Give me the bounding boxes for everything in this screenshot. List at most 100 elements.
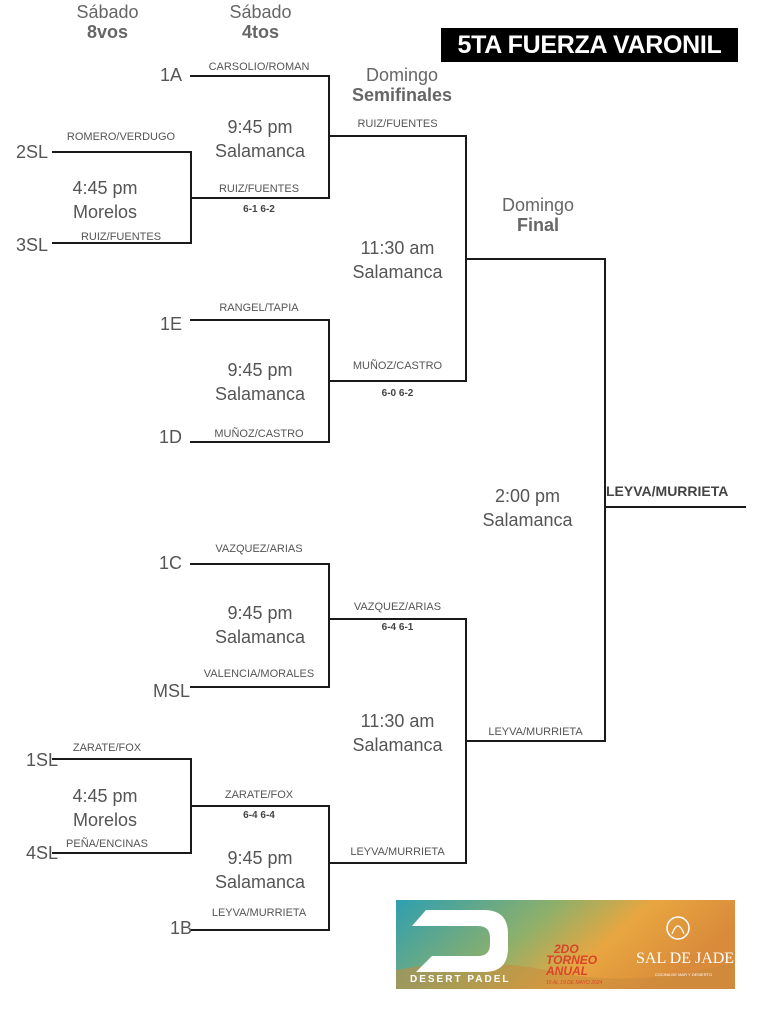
match-qf2-time: 9:45 pm [227,360,293,380]
match-sf2-time: 11:30 am [360,711,435,731]
seed-msl: MSL [152,681,190,701]
team-munoz-castro-r4: MUÑOZ/CASTRO [214,428,304,440]
banner-brand: DESERT PADEL [410,974,511,985]
match-sf1-time: 11:30 am [360,238,435,258]
match-sf2-venue: Salamanca [352,735,443,755]
match-r8-top-time: 4:45 pm [72,178,138,198]
header-cuartos: Sábado 4tos [213,2,308,42]
match-qf3-time: 9:45 pm [227,603,293,623]
line-qf4-winner [328,862,467,864]
team-ruiz-fuentes-r4: RUIZ/FUENTES [218,183,300,195]
sal-de-jade-emblem-icon [666,916,690,940]
line-final-v [604,258,606,742]
header-cuartos-round: 4tos [241,22,279,42]
header-final-day: Domingo [501,195,575,215]
match-sf1-venue: Salamanca [352,262,443,282]
team-zarate-fox-r8: ZARATE/FOX [72,742,142,754]
match-qf2: 9:45 pm Salamanca [195,358,325,406]
team-munoz-castro-sf: MUÑOZ/CASTRO [352,360,443,372]
bracket-title: 5TA FUERZA VARONIL [441,28,738,62]
header-cuartos-day: Sábado [229,2,292,22]
line-qf4-v [328,805,330,931]
match-final-time: 2:00 pm [494,486,561,506]
match-qf4-venue: Salamanca [214,872,306,892]
team-leyva-murrieta-sf: LEYVA/MURRIETA [350,846,445,858]
banner-background [396,900,735,989]
line-qf3-winner [328,618,467,620]
team-zarate-fox-r4: ZARATE/FOX [224,789,294,801]
team-ruiz-fuentes-r8: RUIZ/FUENTES [80,231,162,243]
match-qf1-time: 9:45 pm [227,117,293,137]
header-semis-round: Semifinales [351,85,453,105]
team-leyva-murrieta-final: LEYVA/MURRIETA [488,726,583,738]
team-rangel-tapia: RANGEL/TAPIA [219,302,299,314]
seed-1c: 1C [158,553,182,573]
match-qf3-venue: Salamanca [214,627,306,647]
line-3sl [52,242,192,244]
match-r8-bottom-time: 4:45 pm [72,786,138,806]
seed-4sl: 4SL [25,843,58,863]
match-final-venue: Salamanca [482,510,573,530]
match-qf4: 9:45 pm Salamanca [195,846,325,894]
line-1e [190,319,330,321]
match-r8-bottom-venue: Morelos [72,810,138,830]
line-1a [190,75,330,77]
banner-venue-logo: SAL DE JADE [636,950,735,967]
line-1c [190,563,330,565]
line-1sl [52,758,192,760]
seed-1d: 1D [158,427,182,447]
team-romero-verdugo: ROMERO/VERDUGO [66,131,176,143]
team-vazquez-arias-sf: VAZQUEZ/ARIAS [353,601,442,613]
line-sf2-winner [465,740,606,742]
line-r8-top-winner [190,197,330,199]
team-ruiz-fuentes-sf: RUIZ/FUENTES [357,118,438,130]
match-qf1-venue: Salamanca [214,141,306,161]
header-final-round: Final [516,215,559,235]
seed-1sl: 1SL [25,750,58,770]
match-qf2-venue: Salamanca [214,384,306,404]
line-qf3-v [328,563,330,688]
match-r8-bottom: 4:45 pm Morelos [50,784,160,832]
match-final: 2:00 pm Salamanca [470,484,585,532]
line-qf2-winner [328,380,467,382]
line-r8-bottom-winner [190,805,330,807]
match-qf3: 9:45 pm Salamanca [195,601,325,649]
score-r8-top: 6-1 6-2 [243,204,275,215]
line-4sl [52,852,192,854]
match-r8-top-venue: Morelos [72,202,138,222]
seed-1a: 1A [159,65,182,85]
sponsor-banner: DESERT PADEL 2DO TORNEO ANUAL 15 AL 19 D… [396,900,735,989]
score-r4-e: 6-0 6-2 [381,388,414,399]
team-vazquez-arias-r4: VAZQUEZ/ARIAS [215,543,303,555]
header-semis: Domingo Semifinales [342,65,462,105]
team-leyva-murrieta-r4: LEYVA/MURRIETA [211,907,307,919]
desert-padel-logo-icon [412,910,508,972]
banner-dates: 15 AL 19 DE MAYO 2024 [546,980,603,986]
banner-event-line2: TORNEO [546,953,598,967]
line-msl [190,686,330,688]
match-sf2: 11:30 am Salamanca [335,709,460,757]
match-r8-top: 4:45 pm Morelos [50,176,160,224]
seed-3sl: 3SL [15,235,48,255]
line-sf1-winner [465,258,606,260]
score-r8-bottom: 6-4 6-4 [243,810,275,821]
line-qf1-winner [328,135,467,137]
header-octavos: Sábado 8vos [60,2,155,42]
line-1b [190,929,330,931]
seed-1b: 1B [169,918,192,938]
line-1d [190,441,330,443]
match-qf4-time: 9:45 pm [227,848,293,868]
line-qf1-v [328,75,330,199]
match-sf1: 11:30 am Salamanca [335,236,460,284]
banner-event-line1: 2DO [554,942,579,956]
header-octavos-round: 8vos [86,22,129,42]
seed-1e: 1E [159,314,182,334]
champion-label: LEYVA/MURRIETA [606,483,729,499]
header-semis-day: Domingo [365,65,439,85]
banner-event-line3: ANUAL [546,964,588,978]
banner-event: 2DO TORNEO ANUAL [546,942,598,978]
header-octavos-day: Sábado [76,2,139,22]
team-carsolio-roman: CARSOLIO/ROMAN [208,61,310,73]
team-valencia-morales: VALENCIA/MORALES [203,668,315,680]
team-pena-encinas: PEÑA/ENCINAS [66,838,148,850]
